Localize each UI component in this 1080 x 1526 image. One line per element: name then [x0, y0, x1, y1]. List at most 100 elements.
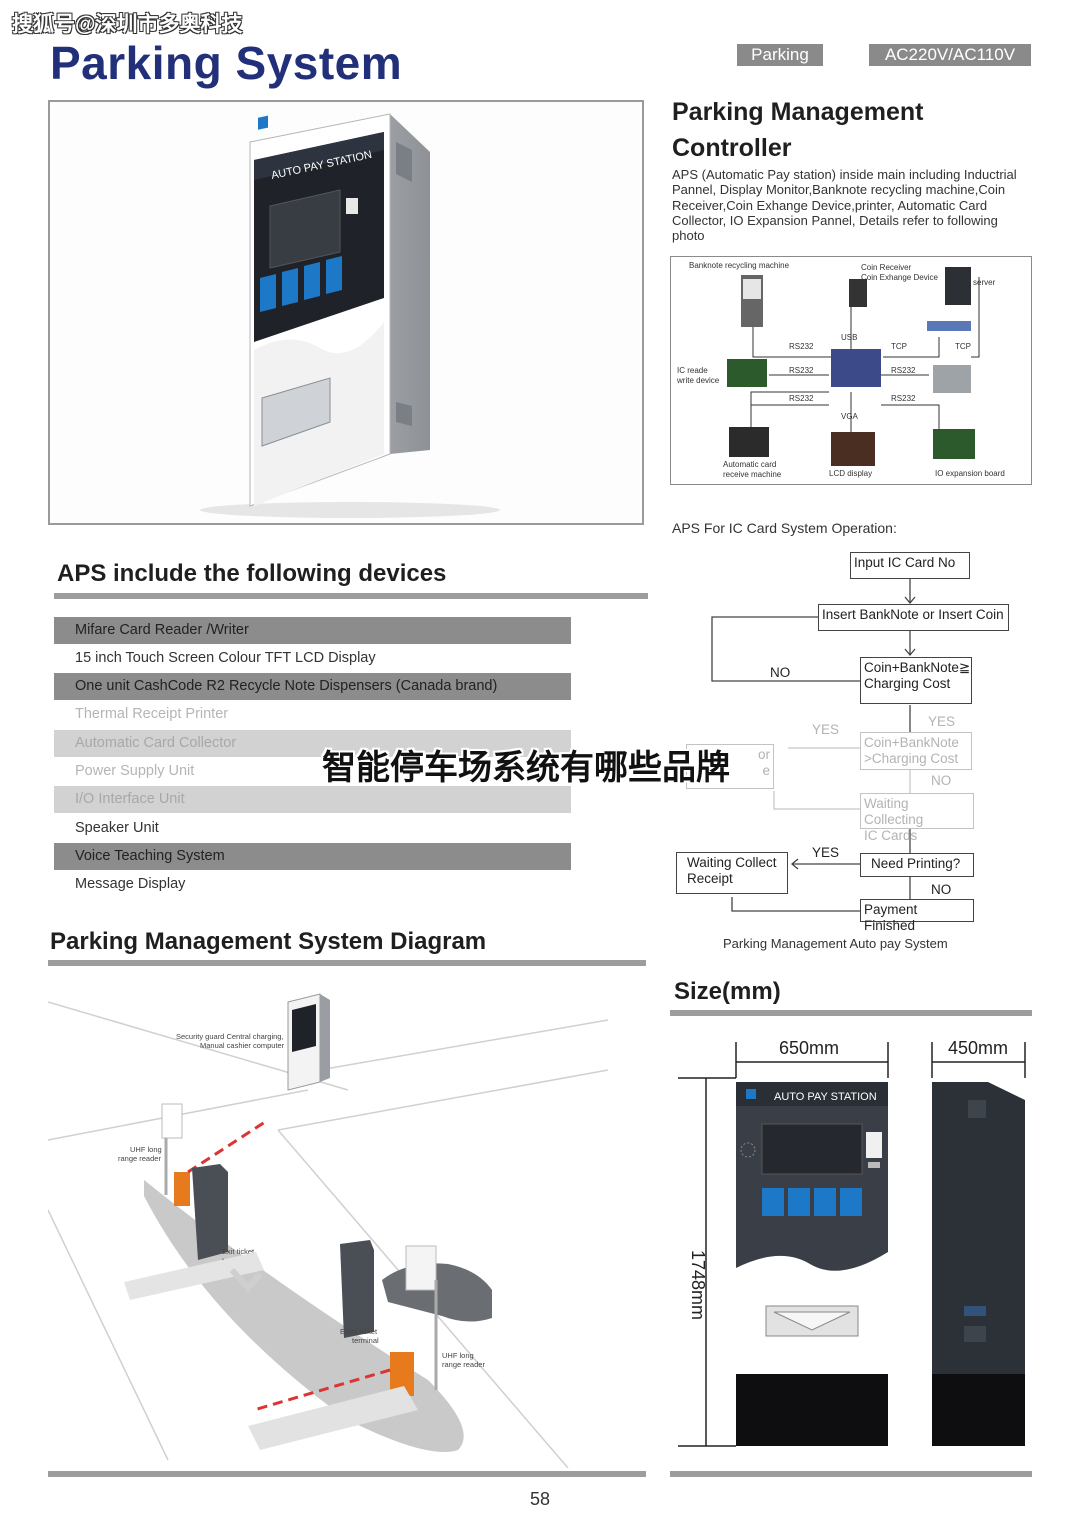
controller-title: Parking Management Controller: [672, 94, 923, 166]
entry-terminal: [340, 1240, 374, 1338]
flow-compare-ge-line1: Coin+BankNote≧: [864, 660, 971, 675]
conn-rs232-4: RS232: [891, 366, 916, 375]
aps-operation-caption: APS For IC Card System Operation:: [672, 520, 897, 536]
conn-tcp-1: TCP: [891, 342, 907, 351]
tag-parking: Parking: [737, 44, 823, 66]
size-height: 1748mm: [688, 1250, 708, 1320]
bottom-rule-left: [48, 1471, 646, 1477]
size-panel-label: AUTO PAY STATION: [774, 1091, 877, 1103]
side-view: [932, 1082, 1025, 1446]
flow-partial-line2: e: [762, 763, 770, 778]
system-diagram-rule: [48, 960, 646, 966]
conn-card-machine-2: receive machine: [723, 470, 782, 479]
entry-label-1: Entry ticket: [340, 1327, 378, 1336]
tag-voltage: AC220V/AC110V: [869, 44, 1031, 66]
flow-label-no: NO: [931, 882, 952, 897]
device-row: One unit CashCode R2 Recycle Note Dispen…: [54, 673, 571, 700]
uhf-label-2: range reader: [118, 1154, 161, 1163]
flow-waiting-card-line2: IC Cards: [864, 828, 918, 843]
flow-compare-ge-line2: Charging Cost: [864, 676, 951, 691]
conn-rs232-3: RS232: [789, 394, 814, 403]
flow-compare-gt: Coin+BankNote >Charging Cost: [860, 732, 972, 770]
device-row: Mifare Card Reader /Writer: [54, 617, 571, 644]
security-label-1: Security guard Central charging,: [176, 1032, 284, 1041]
device-row: Power Supply Unit: [75, 763, 195, 779]
exit-terminal: [192, 1164, 228, 1260]
controller-title-line1: Parking Management: [672, 98, 924, 126]
conn-usb: USB: [841, 333, 857, 342]
flow-label-no: NO: [770, 665, 791, 680]
device-row: Voice Teaching System: [54, 843, 571, 870]
conn-rs232-5: RS232: [891, 394, 916, 403]
conn-server: server: [973, 278, 996, 287]
page-number: 58: [529, 1489, 551, 1509]
size-width: 650mm: [779, 1038, 839, 1058]
entry-label-2: terminal: [352, 1336, 379, 1345]
flow-insert: Insert BankNote or Insert Coin: [818, 604, 1009, 631]
connection-diagram: Banknote recycling machine Coin Receiver…: [670, 256, 1032, 485]
conn-ic-write: write device: [676, 376, 720, 385]
flow-label-yes: YES: [812, 845, 840, 860]
device-row: I/O Interface Unit: [54, 786, 571, 813]
flow-compare-gt-line1: Coin+BankNote: [864, 735, 959, 750]
conn-tcp-2: TCP: [955, 342, 971, 351]
uhf-antenna: [161, 1103, 183, 1139]
flow-label-no: NO: [931, 773, 952, 788]
system-diagram: Security guard Central charging, Manual …: [48, 993, 609, 1468]
device-row: 15 inch Touch Screen Colour TFT LCD Disp…: [75, 650, 376, 666]
controller-title-line2: Controller: [672, 134, 792, 162]
device-row: Thermal Receipt Printer: [75, 706, 229, 722]
flow-compare-ge: Coin+BankNote≧ Charging Cost: [860, 657, 972, 704]
flow-receipt-line1: Waiting Collect: [687, 855, 777, 870]
conn-ic-reader: IC reade: [677, 366, 708, 375]
flow-need-printing: Need Printing?: [860, 853, 974, 877]
traffic-island: [144, 1180, 464, 1452]
security-label-2: Manual cashier computer: [200, 1041, 285, 1050]
flow-receipt-line2: Receipt: [687, 871, 733, 886]
barrier-gate: [174, 1172, 190, 1206]
flow-label-yes: YES: [928, 714, 956, 729]
flow-label-yes: YES: [812, 722, 840, 737]
flow-partial-line1: or: [757, 747, 770, 762]
devices-heading: APS include the following devices: [57, 560, 447, 587]
device-row: Message Display: [75, 876, 186, 892]
uhf-label-1: UHF long: [442, 1351, 474, 1360]
watermark-source: 搜狐号@深圳市多奥科技: [12, 13, 243, 36]
bottom-rule-right: [670, 1471, 1032, 1477]
flow-partial-box: or e: [686, 744, 774, 789]
conn-coin-receiver: Coin Receiver: [861, 263, 912, 272]
flow-finished: Payment Finished: [860, 899, 974, 933]
front-view: AUTO PAY STATION: [736, 1082, 888, 1446]
page-title: Parking System: [50, 37, 403, 89]
flow-compare-gt-line2: >Charging Cost: [864, 751, 959, 766]
controller-description: APS (Automatic Pay station) inside main …: [672, 167, 1017, 244]
conn-vga: VGA: [841, 412, 859, 421]
conn-card-machine-1: Automatic card: [723, 460, 776, 469]
flow-input-ic: Input IC Card No: [850, 552, 970, 579]
conn-lcd: LCD display: [829, 469, 872, 478]
size-depth: 450mm: [948, 1038, 1008, 1058]
devices-rule: [54, 593, 648, 599]
size-rule: [670, 1010, 1032, 1016]
flowchart-connectors: [711, 579, 974, 912]
exit-label-1: Exit ticket: [222, 1247, 255, 1256]
conn-io: IO expansion board: [935, 469, 1005, 478]
system-diagram-heading: Parking Management System Diagram: [50, 928, 487, 955]
central-kiosk: [287, 993, 330, 1091]
overlay-caption: 智能停车场系统有哪些品牌: [322, 748, 730, 788]
conn-banknote: Banknote recycling machine: [689, 261, 790, 270]
flow-waiting-card-line1: Waiting Collecting: [864, 796, 924, 827]
uhf-label-2: range reader: [442, 1360, 485, 1369]
kiosk-photo: AUTO PAY STATION: [48, 100, 644, 525]
flow-waiting-card: Waiting Collecting IC Cards: [860, 793, 974, 843]
device-row: Automatic Card Collector: [54, 730, 571, 757]
conn-rs232-2: RS232: [789, 366, 814, 375]
device-row: Speaker Unit: [75, 820, 159, 836]
flow-caption: Parking Management Auto pay System: [723, 936, 948, 951]
uhf-label-1: UHF long: [130, 1145, 162, 1154]
conn-coin-exchange: Coin Exhange Device: [861, 273, 938, 282]
size-drawing: 650mm 450mm 1748mm AUTO PAY STATION: [678, 1038, 1026, 1447]
conn-rs232-1: RS232: [789, 342, 814, 351]
size-heading: Size(mm): [674, 978, 781, 1005]
flow-receipt: Waiting Collect Receipt: [676, 852, 788, 894]
